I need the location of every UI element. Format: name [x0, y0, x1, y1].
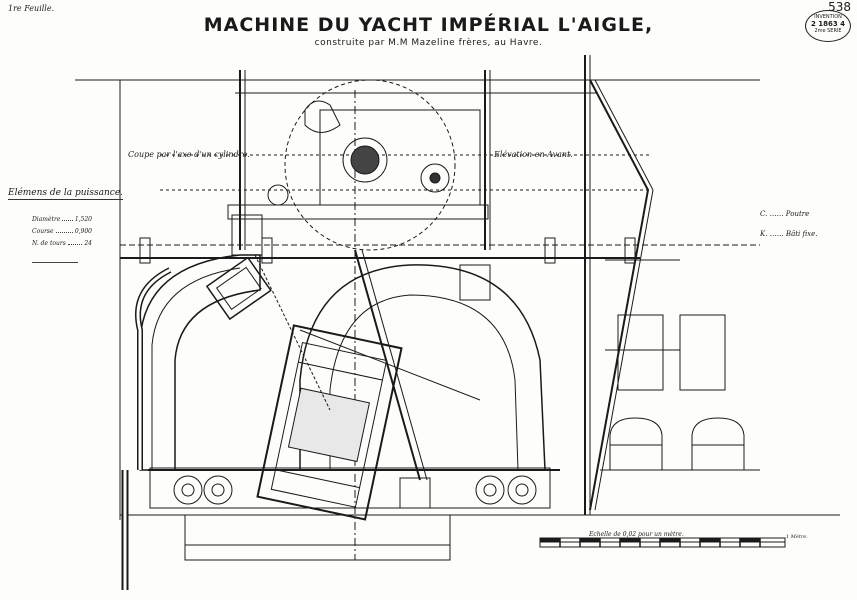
bolt: [139, 237, 151, 264]
governor-housing: [304, 100, 341, 133]
spec-row-diameter: Diamètre 1,520: [32, 216, 92, 223]
right-tank: [691, 417, 745, 471]
bed-wheel-hub: [483, 483, 497, 497]
legend-text: Bâti fixe.: [785, 230, 818, 238]
right-arch-inner: [329, 294, 519, 471]
tilted-cylinder: [256, 324, 403, 521]
caption-left-view: Coupe par l'axe d'un cylindre.: [128, 150, 250, 159]
bracket-block: [231, 214, 263, 256]
crank-circle: [284, 79, 456, 251]
scale-fill: [699, 537, 721, 543]
diagonal-strut-edge: [594, 79, 654, 191]
spec-label: Course: [32, 228, 54, 235]
spec-value: 1,520: [74, 216, 92, 223]
upper-cylinder-block: [319, 109, 481, 206]
plate-title: MACHINE DU YACHT IMPÉRIAL L'AIGLE,: [203, 14, 654, 36]
spec-label: N. de tours: [32, 240, 66, 247]
scale-label: Echelle de 0,02 pour un mètre.: [589, 531, 684, 538]
left-arch-inner: [151, 267, 241, 470]
spec-value: 24: [84, 240, 92, 247]
stamp-line-3: 2me SERIE: [814, 28, 842, 34]
right-tank: [609, 417, 663, 471]
cross-beam: [227, 204, 489, 220]
spec-underline: [32, 262, 78, 263]
archive-stamp: INVENTION 2 1863 4 2me SERIE: [805, 10, 851, 42]
crank-block: [399, 477, 431, 509]
spec-value: 0,900: [74, 228, 92, 235]
steam-pipe: [135, 267, 172, 470]
eccentric-hub: [429, 172, 441, 184]
legend-key: K.: [760, 230, 768, 238]
scale-fill: [539, 537, 561, 543]
connecting-rod-edge: [361, 249, 428, 481]
sheet-label: 1re Feuille.: [8, 4, 55, 13]
bed-wheel: [173, 475, 203, 505]
stamp-line-1: INVENTION: [814, 14, 842, 20]
bed-wheel-hub: [181, 483, 195, 497]
right-panel-box: [679, 314, 726, 391]
bed-plate: [149, 467, 551, 509]
bed-wheel: [507, 475, 537, 505]
bed-wheel-hub: [515, 483, 529, 497]
legend-row-c: C. …… Poutre: [760, 210, 810, 218]
bed-wheel-hub: [211, 483, 225, 497]
lever-link: [299, 329, 481, 401]
guide-block: [459, 264, 491, 301]
left-arch-housing: [139, 254, 261, 471]
scale-fill: [619, 537, 641, 543]
right-panel-box: [617, 314, 664, 391]
eccentric-wheel: [420, 163, 450, 193]
foundation-block: [184, 514, 451, 561]
legend-key: C.: [760, 210, 768, 218]
scale-fill: [659, 537, 681, 543]
legend-row-k: K. …… Bâti fixe.: [760, 230, 818, 238]
scale-unit: 1 Mètre.: [786, 534, 808, 540]
valve-hub: [350, 145, 380, 175]
bolt: [544, 237, 556, 264]
caption-right-view: Elévation en Avant.: [494, 150, 573, 159]
stamp-line-2: 2 1863 4: [810, 20, 846, 28]
legend-text: Poutre: [785, 210, 810, 218]
diagonal-strut: [589, 79, 649, 191]
construction-diagonal: [254, 254, 331, 411]
bolt: [261, 237, 273, 264]
connecting-rod: [354, 249, 421, 481]
spec-label: Diamètre: [32, 216, 61, 223]
spec-row-stroke: Course 0,900: [32, 228, 92, 235]
steam-pipe-inner: [136, 268, 171, 470]
small-pulley: [267, 184, 289, 206]
angled-air-pump: [205, 256, 272, 321]
valve-chest: [342, 137, 388, 183]
bed-wheel: [203, 475, 233, 505]
scale-fill: [739, 537, 761, 543]
power-elements-title: Elémens de la puissance.: [8, 188, 124, 200]
plate-subtitle: construite par M.M Mazeline frères, au H…: [314, 38, 543, 48]
scale-fill: [579, 537, 601, 543]
spec-row-turns: N. de tours 24: [32, 240, 92, 247]
bolt: [624, 237, 636, 264]
bed-wheel: [475, 475, 505, 505]
